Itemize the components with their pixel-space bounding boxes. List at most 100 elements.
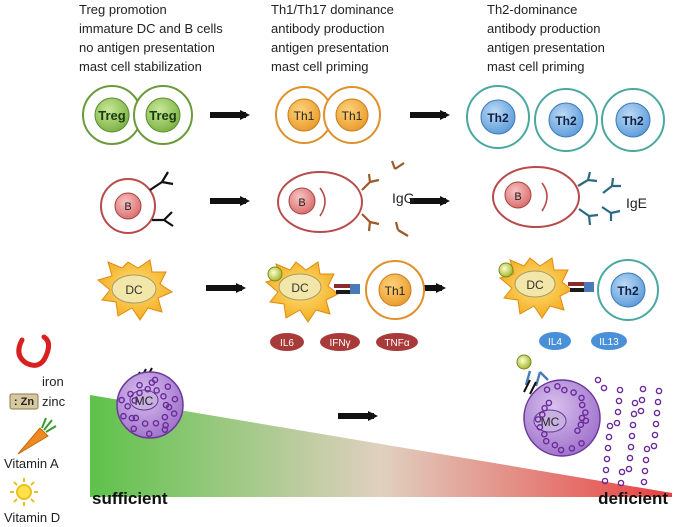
granule: [613, 419, 621, 427]
granule: [543, 386, 551, 394]
cytokine-il6: IL6: [270, 333, 304, 351]
th2-label-4: Th2: [617, 284, 639, 298]
granule: [136, 389, 143, 397]
igg-antibody-icons: [361, 160, 409, 237]
dc-immature: DC: [96, 259, 174, 321]
granule: [538, 411, 546, 418]
b-label-1: B: [124, 201, 131, 213]
granule: [630, 410, 638, 418]
granule: [557, 446, 565, 454]
treg-cell-pair: Treg Treg: [82, 85, 193, 145]
granule: [145, 430, 153, 438]
granule: [582, 417, 590, 425]
granule: [541, 404, 548, 412]
sun-icon: [10, 478, 38, 506]
granule: [120, 412, 127, 420]
granule: [162, 421, 169, 429]
granule: [130, 425, 138, 433]
dc-th1-synapse: DC Th1: [264, 260, 425, 323]
nutrient-iron-label: iron: [42, 374, 64, 389]
granule: [128, 414, 136, 422]
igg-label: IgG: [392, 190, 415, 206]
granule: [625, 465, 633, 473]
released-granules: [534, 376, 663, 487]
zinc-badge-text: : Zn: [14, 396, 34, 408]
svg-text:IL4: IL4: [548, 337, 562, 348]
granule: [603, 455, 611, 463]
granule: [561, 386, 568, 394]
cytokine-badges: IL6 IFNγ TNFα IL4 IL13: [270, 332, 627, 351]
header-line: mast cell priming: [487, 59, 585, 74]
zinc-badge-icon: [9, 393, 39, 410]
granule: [616, 386, 624, 394]
granule: [554, 383, 561, 390]
granule: [568, 445, 576, 452]
th2-label-1: Th2: [487, 111, 509, 125]
granule: [618, 468, 626, 476]
th1-label-1: Th1: [294, 109, 315, 123]
granule: [640, 478, 648, 486]
granule: [132, 414, 140, 422]
granule: [627, 443, 635, 451]
granule: [642, 456, 650, 464]
header-line: mast cell stabilization: [79, 59, 202, 74]
dc-label-1: DC: [125, 283, 143, 297]
granule: [629, 421, 637, 429]
nutrient-zinc-label: zinc: [42, 394, 66, 409]
th1-label-3: Th1: [385, 284, 406, 298]
granule: [578, 394, 585, 402]
granule: [570, 389, 577, 396]
granule: [643, 445, 651, 453]
granule: [141, 420, 149, 427]
granule: [165, 403, 173, 411]
granule: [638, 396, 646, 404]
treg-label-2: Treg: [149, 108, 177, 123]
granule: [542, 437, 550, 445]
dc-th2-synapse: DC Th2: [498, 257, 659, 321]
granule: [650, 442, 658, 450]
header-line: immature DC and B cells: [79, 21, 223, 36]
granule: [534, 416, 542, 423]
granule: [631, 399, 639, 407]
granule: [136, 381, 143, 389]
granule: [541, 430, 548, 438]
horseshoe-icon: [16, 334, 52, 368]
b-label-3: B: [514, 191, 521, 203]
header-line: Th1/Th17 dominance: [271, 2, 394, 17]
granule: [651, 431, 659, 439]
granule: [654, 398, 662, 406]
granule: [170, 410, 178, 417]
th1-label-2: Th1: [342, 109, 363, 123]
antigen-particle-icon: [498, 262, 514, 278]
nutrient-legend: iron : Zn zinc Vitamin A Vitamin D: [4, 334, 66, 525]
granule: [161, 426, 169, 433]
granule: [578, 440, 585, 447]
mc-label-2: MC: [541, 415, 560, 429]
header-line: antibody production: [487, 21, 601, 36]
granule: [153, 387, 160, 394]
granule: [171, 395, 179, 403]
mast-cell-granules: [118, 376, 179, 438]
granule: [639, 385, 647, 393]
granule: [652, 420, 660, 428]
header-line: Treg promotion: [79, 2, 167, 17]
sufficiency-gradient-wedge: [90, 395, 672, 497]
granule: [161, 413, 169, 421]
granule: [131, 397, 138, 404]
column-header-intermediate: Th1/Th17 dominance antibody production a…: [271, 0, 394, 76]
cytokine-il4: IL4: [539, 332, 571, 350]
th2-label-2: Th2: [555, 114, 577, 128]
deficient-label: deficient: [598, 489, 668, 508]
svg-text:IL6: IL6: [280, 338, 294, 349]
granule: [144, 385, 152, 393]
granule: [578, 401, 586, 409]
granule: [601, 477, 609, 485]
header-line: no antigen presentation: [79, 40, 215, 55]
sufficient-label: sufficient: [92, 489, 168, 508]
b-label-2: B: [298, 197, 305, 209]
cytokine-il13: IL13: [591, 332, 627, 350]
granule: [118, 396, 125, 404]
granule: [160, 393, 167, 400]
th2-cell-triple: Th2 Th2 Th2: [466, 85, 665, 152]
ige-receptor-icon: [524, 370, 549, 387]
